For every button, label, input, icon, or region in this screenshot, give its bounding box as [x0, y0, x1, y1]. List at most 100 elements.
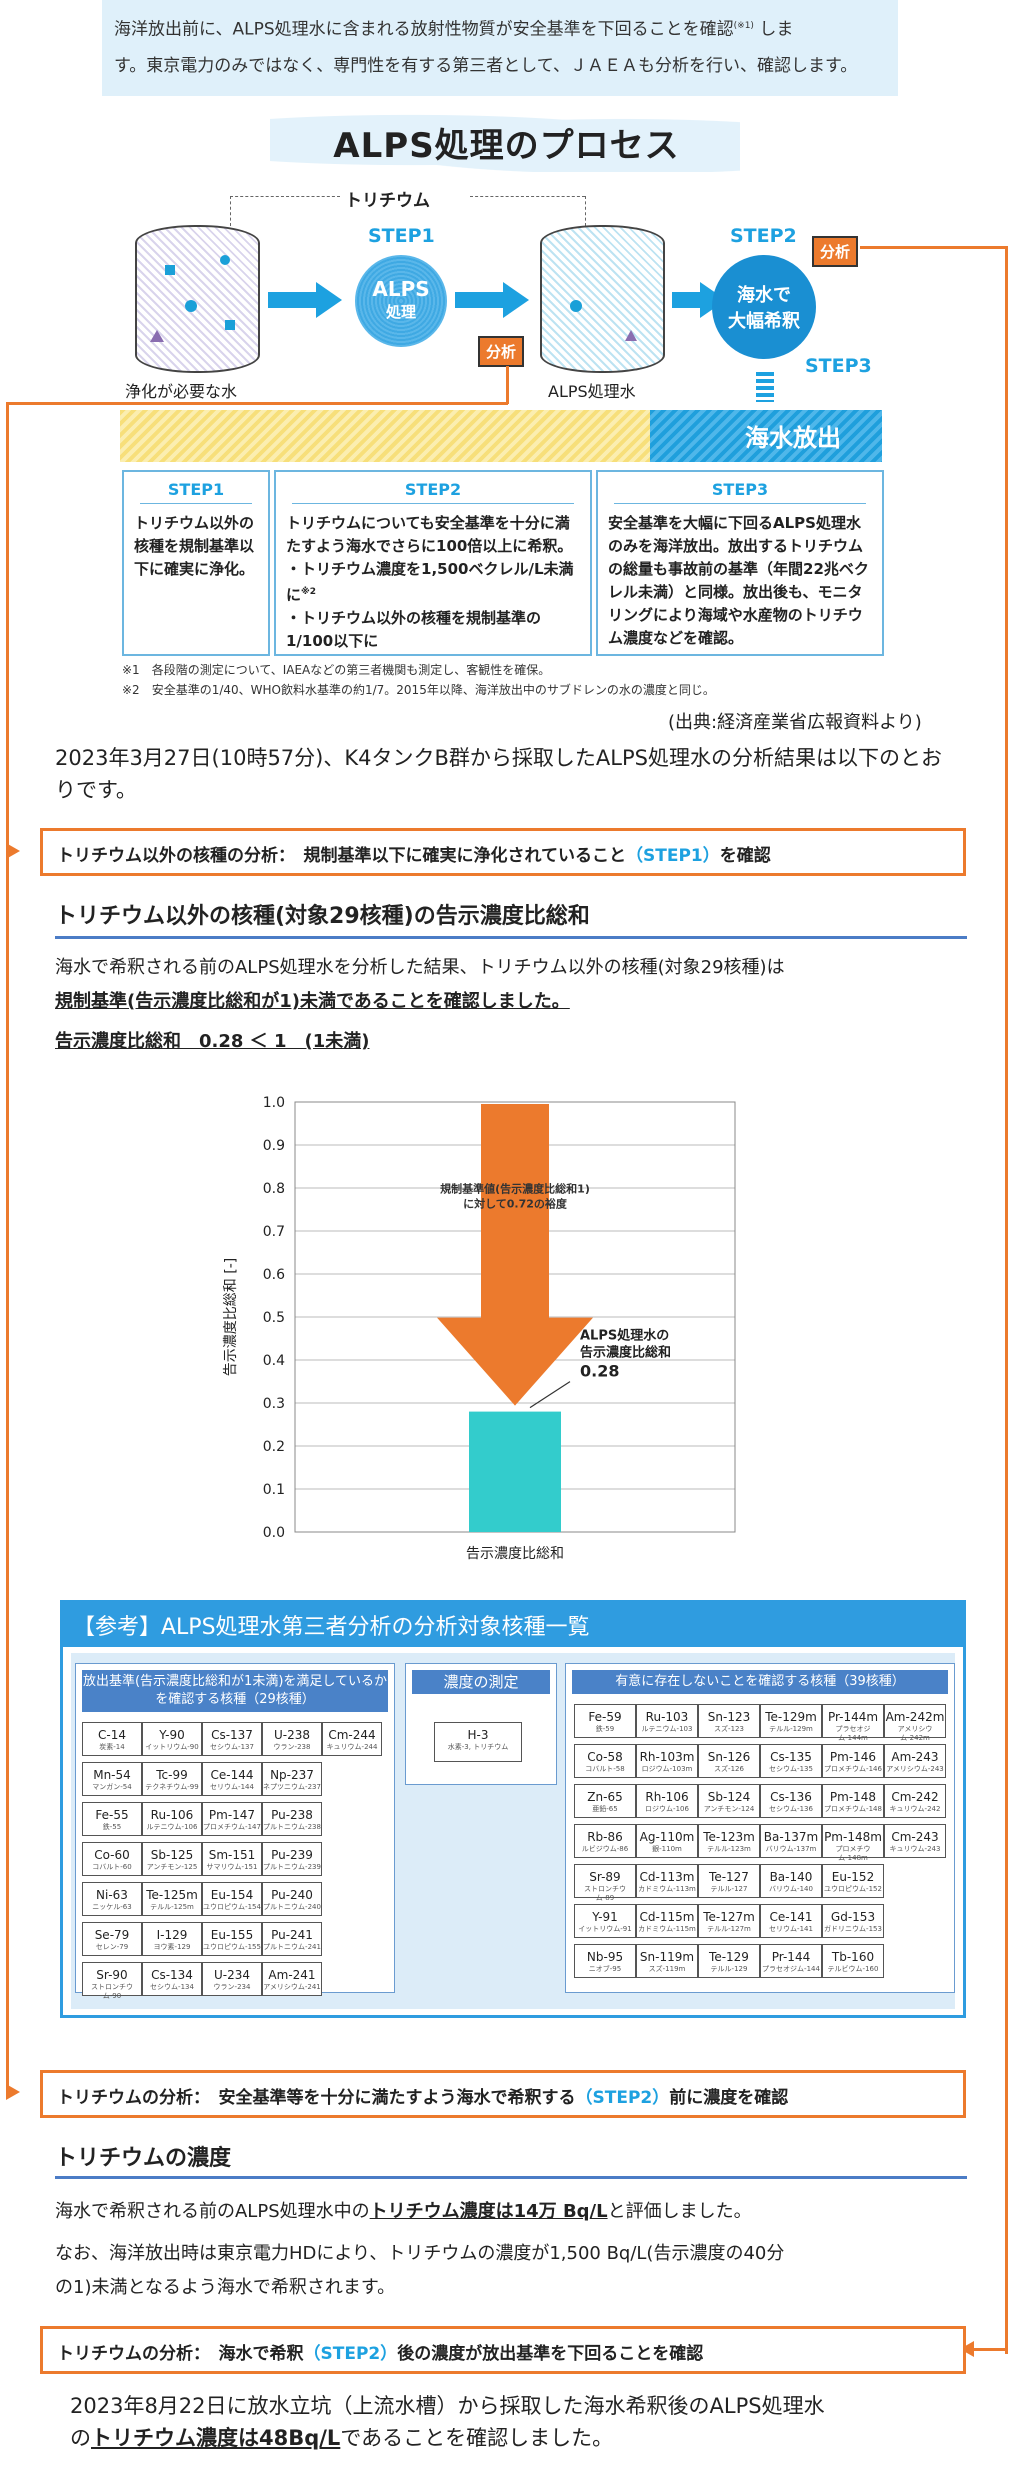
group-measurement: 濃度の測定 H-3 水素-3, トリチウム — [405, 1663, 557, 1785]
alps-treated-water-tank — [540, 225, 665, 373]
footnote-1: ※1 各段階の測定について、IAEAなどの第三者機関も測定し、客観性を確保。 — [122, 663, 551, 677]
step2-bullet-2: ・トリチウム以外の核種を規制基準の1/100以下に — [286, 609, 542, 650]
reference-panel: 【参考】ALPS処理水第三者分析の分析対象核種一覧 放出基準(告示濃度比総和が1… — [60, 1600, 966, 2018]
seawater-circle-text-1: 海水で — [737, 285, 791, 306]
seawater-circle-text-2: 大幅希釈 — [728, 311, 800, 332]
step2-bullet-1: ・トリチウム濃度を1,500ベクレル/L未満に※2 — [286, 560, 574, 604]
banner-text-1b: しま — [753, 19, 794, 40]
tritium-dash-vright — [585, 196, 586, 226]
connector-right — [1005, 246, 1008, 2354]
tritium-dash-right — [470, 196, 585, 197]
particle-icon — [165, 265, 175, 275]
tritium-label: トリチウム — [345, 191, 430, 211]
y-tick-label: 0.4 — [263, 1353, 285, 1369]
connector-left — [6, 402, 9, 2092]
group3-title: 有意に存在しないことを確認する核種（39核種） — [572, 1670, 948, 1694]
process-title: ALPS処理のプロセス — [333, 126, 680, 166]
untreated-water-tank — [135, 225, 260, 373]
tritium-dash-vleft — [230, 196, 231, 226]
intro-banner: 海洋放出前に、ALPS処理水に含まれる放射性物質が安全基準を下回ることを確認(※… — [102, 0, 898, 96]
step3-box: STEP3 安全基準を大幅に下回るALPS処理水のみを海洋放出。放出するトリチウ… — [596, 470, 884, 656]
analysis-box-step2-after: トリチウムの分析： 海水で希釈（STEP2）後の濃度が放出基準を下回ることを確認 — [40, 2326, 966, 2374]
particle-icon — [220, 255, 230, 265]
bar — [469, 1411, 561, 1532]
analysis-tag-step2: 分析 — [812, 236, 859, 267]
analysis-box-step1: トリチウム以外の核種の分析： 規制基準以下に確実に浄化されていること（STEP1… — [40, 828, 966, 876]
step2-box-text: トリチウムについても安全基準を十分に満たすよう海水でさらに100倍以上に希釈。 — [286, 514, 573, 555]
connector-arrowhead-1 — [6, 843, 20, 859]
value-annotation-2: 告示濃度比総和 — [580, 1345, 671, 1361]
margin-annotation-2: に対して0.72の裕度 — [463, 1196, 568, 1210]
step1-box: STEP1 トリチウム以外の核種を規制基準以下に確実に浄化。 — [122, 470, 270, 656]
y-tick-label: 0.8 — [263, 1181, 285, 1197]
intro-paragraph: 2023年3月27日(10時57分)、K4タンクB群から採取したALPS処理水の… — [55, 746, 942, 802]
value-annotation-1: ALPS処理水の — [580, 1328, 669, 1344]
value-leader-line — [529, 1381, 571, 1409]
step1-label: STEP1 — [368, 225, 435, 247]
connector-left-top — [6, 402, 508, 405]
section2-p3: の1)未満となるよう海水で希釈されます。 — [55, 2277, 396, 2298]
connector-right-top — [860, 246, 1008, 249]
flow-arrowhead-2 — [503, 282, 529, 318]
x-tick-label: 告示濃度比総和 — [466, 1546, 564, 1562]
y-tick-label: 0.0 — [263, 1525, 285, 1541]
group2-title: 濃度の測定 — [412, 1670, 550, 1694]
connector-left-tag — [506, 366, 509, 404]
particle-icon — [185, 300, 197, 312]
step3-box-title: STEP3 — [614, 478, 866, 504]
section2-heading: トリチウムの濃度 — [55, 2146, 232, 2171]
y-tick-label: 0.9 — [263, 1138, 285, 1154]
section2-rule — [55, 2176, 967, 2179]
step1-box-title: STEP1 — [140, 478, 252, 504]
banner-text-1: 海洋放出前に、ALPS処理水に含まれる放射性物質が安全基準を下回ることを確認 — [114, 19, 734, 40]
section2-p2: なお、海洋放出時は東京電力HDにより、トリチウムの濃度が1,500 Bq/L(告… — [55, 2243, 785, 2264]
alps-circle-text-2: 処理 — [385, 303, 416, 321]
value-annotation-3: 0.28 — [580, 1362, 619, 1381]
section1-p3: 告示濃度比総和 0.28 ＜ 1 (1未満) — [55, 1031, 370, 1052]
step3-box-text: 安全基準を大幅に下回るALPS処理水のみを海洋放出。放出するトリチウムの総量も事… — [608, 514, 869, 647]
